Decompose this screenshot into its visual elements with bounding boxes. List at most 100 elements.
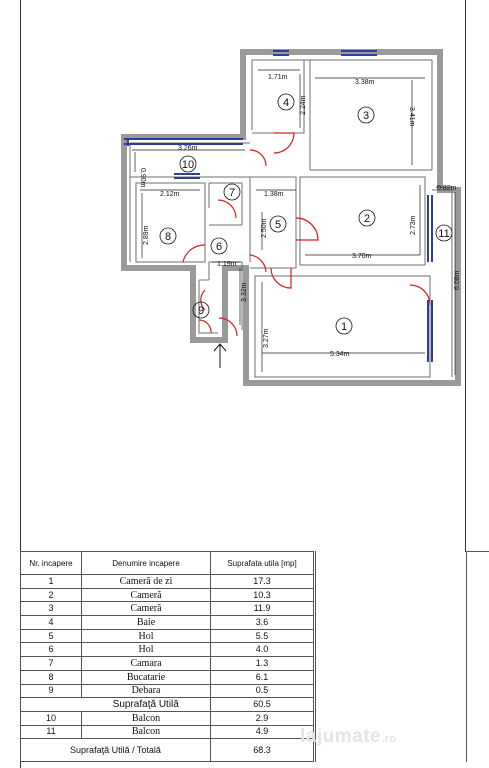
room-4-marker — [277, 93, 295, 111]
row-area: 10.3 — [210, 587, 314, 603]
row-name: Balcon — [81, 710, 211, 726]
room-5-number: 5 — [275, 219, 281, 231]
row-nr: 1 — [20, 574, 82, 589]
dim-room8-width: 2.12m — [160, 191, 180, 198]
row-nr: 2 — [20, 587, 82, 603]
room-6-marker — [210, 237, 228, 255]
dim-room1-width: 5.34m — [330, 351, 350, 358]
frame-left-line — [20, 0, 21, 768]
dim-room2-height: 2.73m — [410, 215, 417, 235]
row-name: Baie — [81, 615, 211, 630]
room-markers — [159, 93, 453, 335]
room-8-marker — [159, 227, 177, 245]
room-11-marker — [435, 224, 453, 242]
row-area: 4.0 — [210, 642, 314, 658]
row-area: 1.3 — [210, 656, 314, 671]
dim-room11-width: 0.82m — [437, 185, 457, 192]
subtotal-area: 60.5 — [210, 697, 314, 712]
dim-room1-height: 3.27m — [263, 328, 270, 348]
row-name: Hol — [81, 642, 211, 658]
notes-box-top-line — [465, 551, 489, 552]
dim-room3-width: 3.38m — [355, 79, 375, 86]
room-numbers: 1 2 3 4 5 6 7 8 9 10 11 — [165, 97, 450, 333]
walls — [121, 49, 461, 386]
row-nr: 5 — [20, 628, 82, 644]
room-2-number: 2 — [364, 213, 370, 225]
room-3-marker — [357, 106, 375, 124]
room-5-marker — [269, 215, 287, 233]
header-nr: Nr. incapere — [20, 551, 82, 575]
room-1-marker — [335, 317, 353, 335]
dim-room3-height: 3.41m — [408, 107, 415, 127]
table-header-row: Nr. incapere Denumire incapere Suprafata… — [20, 551, 314, 575]
row-area: 4.9 — [210, 724, 314, 740]
row-area: 11.9 — [210, 601, 314, 617]
dim-room2-width: 3.70m — [352, 253, 372, 260]
dim-room5-width: 1.38m — [264, 191, 284, 198]
watermark-ext: .ro — [381, 733, 397, 745]
row-area: 0.5 — [210, 683, 314, 699]
room-9-number: 9 — [198, 305, 204, 317]
dim-room5-height: 2.50m — [261, 218, 268, 238]
doors — [182, 132, 431, 337]
row-name: Debara — [81, 683, 211, 699]
row-name: Balcon — [81, 724, 211, 740]
room-11-number: 11 — [438, 228, 449, 240]
dim-room8-height: 2.89m — [143, 225, 150, 245]
windows — [124, 50, 433, 362]
watermark-text: lajumate — [300, 726, 382, 747]
row-area: 3.6 — [210, 615, 314, 630]
row-nr: 9 — [20, 683, 82, 699]
frame-right-line — [465, 0, 466, 551]
subtotal-row: Suprafaţă Utilă 60.5 — [20, 697, 314, 712]
dimension-labels: 5.34m 3.27m 3.70m 2.73m 3.38m 3.41m 1.71… — [139, 74, 461, 358]
row-nr: 8 — [20, 669, 82, 685]
row-area: 6.1 — [210, 669, 314, 685]
row-name: Cameră — [81, 587, 211, 603]
subtotal-label: Suprafaţă Utilă — [81, 697, 211, 712]
room-2-marker — [358, 209, 376, 227]
row-area: 17.3 — [210, 574, 314, 589]
row-name: Bucatarie — [81, 669, 211, 685]
room-8-number: 8 — [165, 231, 171, 243]
row-nr: 3 — [20, 601, 82, 617]
dim-room10-height: 0.90m — [139, 168, 146, 188]
room-6-number: 6 — [216, 241, 222, 253]
row-nr: 4 — [20, 615, 82, 630]
row-nr: 7 — [20, 656, 82, 671]
row-name: Hol — [81, 628, 211, 644]
room-area-table: Nr. incapere Denumire incapere Suprafata… — [20, 551, 314, 763]
row-nr: 6 — [20, 642, 82, 658]
row-area: 2.9 — [210, 710, 314, 726]
total-label: Suprafaţă Utilă / Totală — [20, 738, 211, 763]
total-row: Suprafaţă Utilă / Totală 68.3 — [20, 738, 314, 763]
room-7-marker — [223, 183, 241, 201]
room-9-marker — [192, 301, 210, 319]
row-nr: 10 — [20, 710, 82, 726]
dim-room6-width: 1.19m — [217, 261, 237, 268]
row-name: Cameră — [81, 601, 211, 617]
subtotal-spacer — [20, 697, 82, 712]
row-nr: 11 — [20, 724, 82, 740]
notes-box — [315, 551, 467, 762]
header-area: Suprafata utila [mp] — [210, 551, 314, 575]
header-name: Denumire incapere — [81, 551, 211, 575]
watermark: lajumate.ro — [300, 726, 397, 748]
room-10-marker — [179, 155, 197, 173]
dim-room4-width: 1.71m — [268, 74, 288, 81]
dim-room4-height: 2.24m — [300, 95, 307, 115]
room-3-number: 3 — [363, 110, 369, 122]
dim-room6-height: 3.32m — [241, 282, 248, 302]
row-area: 5.5 — [210, 628, 314, 644]
dim-room11-height: 6.08m — [454, 270, 461, 290]
room-4-number: 4 — [283, 97, 289, 109]
